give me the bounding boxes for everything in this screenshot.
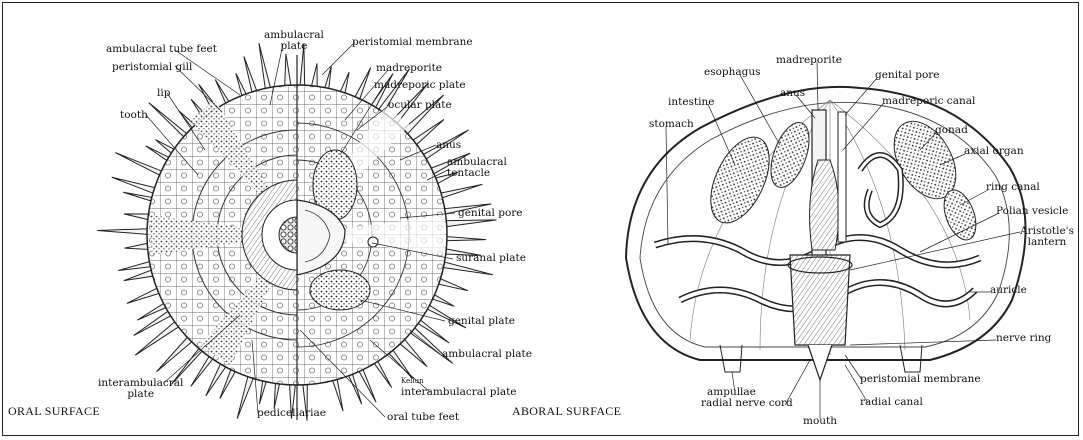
label-madreporic-canal: madreporic canal [882, 96, 975, 107]
label-esophagus: esophagus [704, 67, 761, 78]
label-anus-left: anus [436, 140, 461, 151]
label-madreporite-right: madreporite [776, 55, 842, 66]
label-interambulacral-plate-left: interambulacral plate [98, 378, 183, 399]
label-small-mark: Kellun [401, 378, 424, 385]
label-ambulacral-plate: ambulacral plate [442, 349, 532, 360]
label-mouth: mouth [803, 416, 837, 427]
label-madreporic-plate: madreporic plate [374, 80, 466, 91]
label-anus-right: anus [780, 88, 805, 99]
label-lip: lip [157, 88, 170, 99]
caption-aboral-surface: ABORAL SURFACE [512, 404, 621, 419]
caption-oral-surface: ORAL SURFACE [8, 404, 100, 419]
label-peristomial-gill: peristomial gill [112, 62, 192, 73]
label-suranal-plate: suranal plate [456, 253, 526, 264]
label-ambulacral-tentacle: ambulacral tentacle [447, 157, 507, 178]
label-aristotles-lantern: Aristotle's lantern [1020, 226, 1074, 247]
label-ambulacral-plate-top: ambulacral plate [264, 30, 324, 51]
label-genital-plate: genital plate [448, 316, 515, 327]
label-genital-pore-right: genital pore [875, 70, 940, 81]
label-genital-pore-left: genital pore [458, 208, 523, 219]
label-intestine: intestine [668, 97, 715, 108]
label-ampullae: ampullae [707, 387, 756, 398]
label-oral-tube-feet: oral tube feet [387, 412, 459, 423]
label-ring-canal: ring canal [986, 182, 1040, 193]
label-stomach: stomach [649, 119, 694, 130]
label-interambulacral-plate-right: interambulacral plate [401, 387, 517, 398]
label-tooth: tooth [120, 110, 148, 121]
label-ambulacral-tube-feet: ambulacral tube feet [106, 44, 217, 55]
label-pedicellariae: pedicellariae [257, 408, 326, 419]
label-ocular-plate: ocular plate [388, 100, 452, 111]
label-radial-nerve-cord: radial nerve cord [701, 398, 793, 409]
label-radial-canal: radial canal [860, 397, 923, 408]
label-madreporite-left: madreporite [376, 63, 442, 74]
spine [440, 220, 496, 228]
label-auricle: auricle [990, 285, 1027, 296]
label-axial-organ: axial organ [964, 146, 1024, 157]
label-gonad: gonad [935, 125, 968, 136]
label-polian-vesicle: Polian vesicle [996, 206, 1068, 217]
label-nerve-ring: nerve ring [996, 333, 1051, 344]
label-peristomial-membrane: peristomial membrane [352, 37, 473, 48]
label-peristomial-membrane-right: peristomial membrane [860, 374, 981, 385]
spine [97, 229, 153, 235]
